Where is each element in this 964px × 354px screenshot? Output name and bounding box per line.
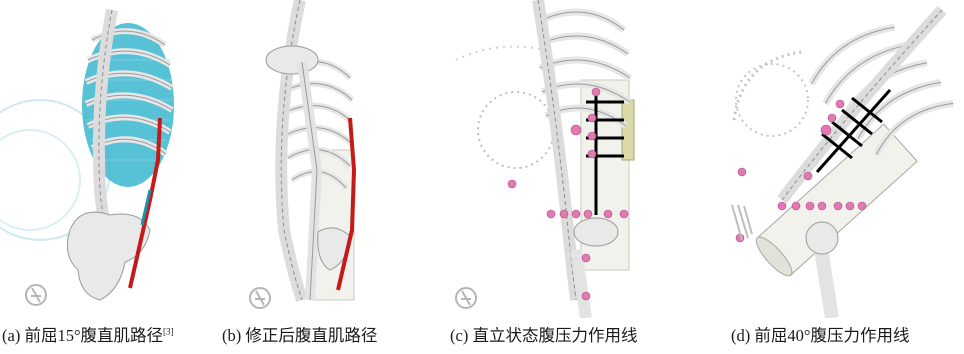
guide-circle	[478, 92, 554, 168]
panel-d	[722, 0, 964, 318]
caption-a: (a) 前屈15°腹直肌路径[3]	[2, 323, 174, 349]
panel-a	[0, 0, 218, 318]
caption-d-text: (d) 前屈40°腹压力作用线	[731, 326, 909, 345]
panel-b-illustration	[222, 0, 440, 318]
joint	[574, 218, 618, 246]
caption-c: (c) 直立状态腹压力作用线	[450, 323, 637, 349]
panel-c	[446, 0, 692, 318]
panel-a-illustration	[0, 0, 218, 318]
panel-c-illustration	[446, 0, 692, 318]
caption-a-text: (a) 前屈15°腹直肌路径	[2, 326, 163, 345]
guide-circle	[736, 64, 808, 136]
joint	[806, 222, 838, 254]
guide-circle	[0, 130, 80, 230]
panel-b	[222, 0, 440, 318]
arm-bone	[302, 62, 317, 300]
caption-b: (b) 修正后腹直肌路径	[222, 323, 377, 349]
spine	[538, 0, 576, 300]
caption-a-ref: [3]	[163, 327, 174, 337]
caption-b-text: (b) 修正后腹直肌路径	[222, 326, 377, 345]
panel-d-illustration	[722, 0, 964, 318]
caption-c-text: (c) 直立状态腹压力作用线	[450, 326, 637, 345]
shoulder	[266, 46, 318, 74]
caption-d: (d) 前屈40°腹压力作用线	[731, 323, 909, 349]
